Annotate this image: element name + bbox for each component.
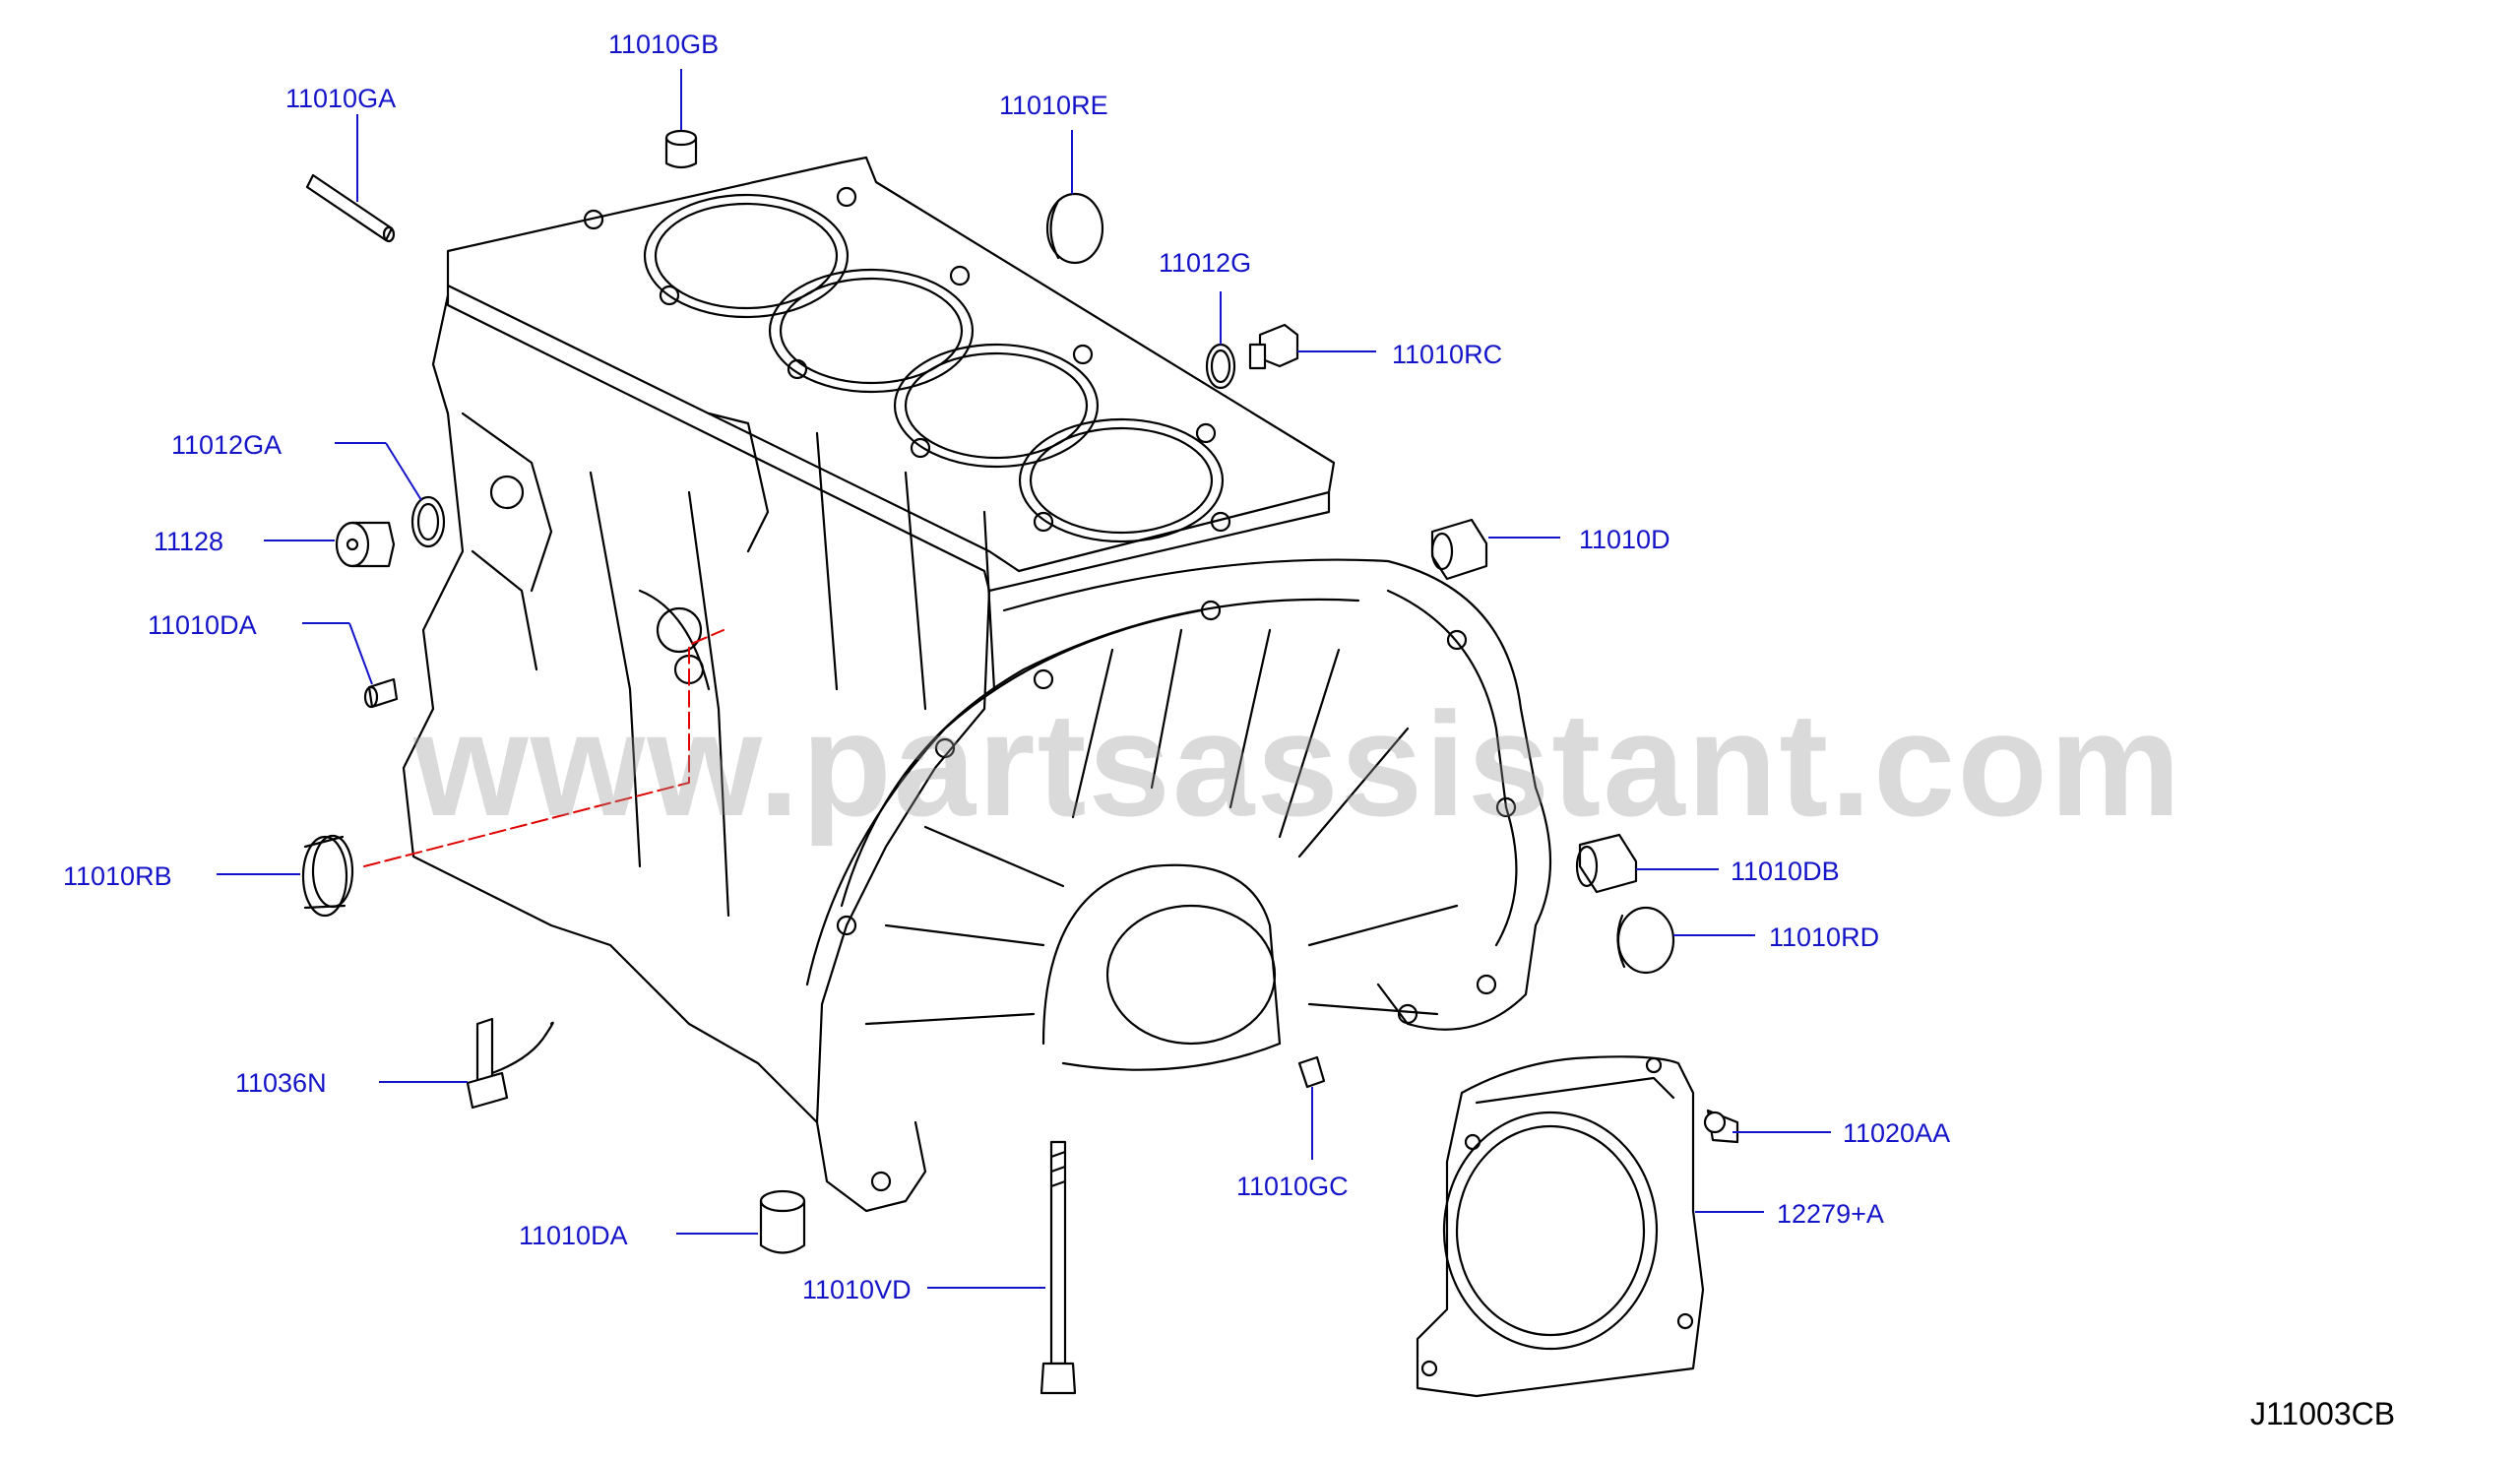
- watermark-text: www.partsassistant.com: [413, 681, 2183, 847]
- callout-label[interactable]: 11010DA: [519, 1221, 628, 1250]
- dowel-part: [363, 677, 399, 709]
- callout-label[interactable]: 11010GC: [1236, 1172, 1349, 1201]
- callout-label[interactable]: 11010RD: [1769, 922, 1880, 952]
- sleeve-part: [1575, 833, 1638, 894]
- callout-label[interactable]: 11010RE: [999, 91, 1108, 120]
- callout-label[interactable]: 11010GA: [285, 84, 397, 113]
- stud-part: [466, 1017, 554, 1110]
- callout-label[interactable]: 11010VD: [802, 1275, 912, 1304]
- bolt-part: [1703, 1109, 1739, 1144]
- drain-plug-part: [335, 521, 396, 568]
- sleeve-part: [1430, 518, 1488, 581]
- callout-label[interactable]: 11010RB: [63, 861, 172, 891]
- sleeve-part: [759, 1189, 806, 1254]
- dowel-part: [1297, 1055, 1326, 1089]
- callout-label[interactable]: 11010DA: [148, 610, 257, 640]
- assembly-leader-red: [363, 629, 724, 867]
- washer-part: [410, 495, 446, 548]
- cap-plug-part: [1045, 192, 1104, 265]
- callout-label[interactable]: 11036N: [235, 1068, 327, 1098]
- dowel-pin-part: [305, 173, 396, 243]
- callout-label[interactable]: 11010GB: [608, 30, 720, 59]
- cap-plug-part: [1616, 906, 1675, 975]
- leader-lines: [217, 69, 1831, 1289]
- callout-label[interactable]: 12279+A: [1777, 1199, 1884, 1229]
- seal-retainer-part: [1416, 1055, 1705, 1398]
- callout-label[interactable]: 11012GA: [171, 430, 283, 460]
- plug-bolt-part: [1248, 323, 1299, 370]
- callout-label[interactable]: 11128: [154, 527, 224, 556]
- diagram-code: J11003CB: [2250, 1396, 2396, 1431]
- seal-part: [301, 834, 354, 918]
- callout-label[interactable]: 11010DB: [1731, 857, 1840, 886]
- cylinder-bores: [583, 186, 1231, 543]
- callout-label[interactable]: 11012G: [1159, 248, 1252, 278]
- bolt-part: [1040, 1140, 1077, 1395]
- callout-label[interactable]: 11010RC: [1392, 340, 1503, 369]
- washer-part: [1205, 343, 1236, 390]
- cylinder-block: [402, 156, 1552, 1213]
- callout-label[interactable]: 11020AA: [1843, 1118, 1951, 1148]
- callout-label[interactable]: 11010D: [1579, 525, 1670, 554]
- dowel-part: [664, 129, 698, 169]
